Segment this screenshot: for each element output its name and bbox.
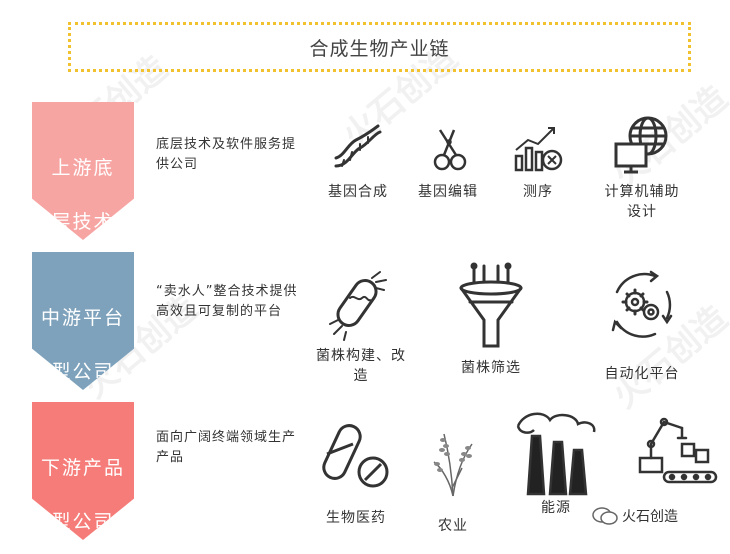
item-label: 菌株筛选: [461, 360, 521, 376]
item-label: 能源: [541, 500, 571, 516]
item-agriculture: 农业: [418, 428, 488, 536]
item-label: 自动化平台: [604, 366, 680, 382]
item-label: 测序: [523, 184, 553, 200]
midstream-description: “卖水人”整合技术提供高效且可复制的平台: [156, 284, 298, 319]
upstream-description: 底层技术及软件服务提供公司: [156, 137, 297, 172]
item-energy: 能源: [512, 406, 600, 518]
bacterium-icon: [329, 271, 387, 341]
item-sequencing: 测序: [498, 122, 578, 202]
stage-label: 下游产品: [40, 457, 125, 479]
pill-icon: [322, 424, 389, 488]
funnel-icon: [459, 262, 523, 348]
item-label: 基因合成: [328, 184, 388, 200]
chart-analysis-icon: [514, 127, 563, 172]
item-cad: 计算机辅助设计: [600, 114, 684, 222]
item-strain-screening: 菌株筛选: [446, 262, 536, 378]
stage-midstream: 中游平台型公司: [32, 252, 134, 390]
computer-globe-icon: [614, 116, 668, 174]
item-label: 计算机辅助设计: [604, 184, 680, 220]
downstream-description: 面向广阔终端领域生产产品: [156, 430, 297, 465]
item-label: 农业: [438, 518, 468, 534]
stage-label: 中游平台: [40, 307, 125, 329]
item-label: 基因编辑: [418, 184, 478, 200]
item-label: 生物医药: [326, 510, 386, 526]
stage-downstream: 下游产品型公司: [32, 402, 134, 540]
dna-icon: [334, 124, 382, 168]
item-strain-construction: 菌株构建、改造: [316, 268, 406, 386]
robot-arm-icon: [638, 417, 718, 484]
item-automation-platform: 自动化平台: [592, 268, 692, 384]
diagram-title: 合成生物产业链: [68, 22, 691, 72]
rice-icon: [433, 433, 473, 497]
item-gene-editing: 基因编辑: [408, 122, 488, 202]
brand-name: 火石创造: [622, 509, 678, 525]
item-gene-synthesis: 基因合成: [318, 122, 398, 202]
stage-label: 层技术: [51, 211, 115, 233]
item-label: 菌株构建、改造: [316, 348, 406, 384]
wechat-icon: [592, 507, 618, 525]
scissors-icon: [433, 129, 467, 171]
item-biomedicine: 生物医药: [316, 420, 396, 528]
stage-label: 型公司: [51, 511, 115, 533]
stage-upstream: 上游底层技术: [32, 102, 134, 240]
stage-label: 型公司: [51, 361, 115, 383]
item-manufacturing-robot: [632, 414, 722, 490]
gears-cycle-icon: [611, 270, 673, 338]
stage-label: 上游底: [51, 157, 115, 179]
factory-icon: [516, 412, 596, 496]
brand-logo: 火石创造: [592, 506, 678, 526]
